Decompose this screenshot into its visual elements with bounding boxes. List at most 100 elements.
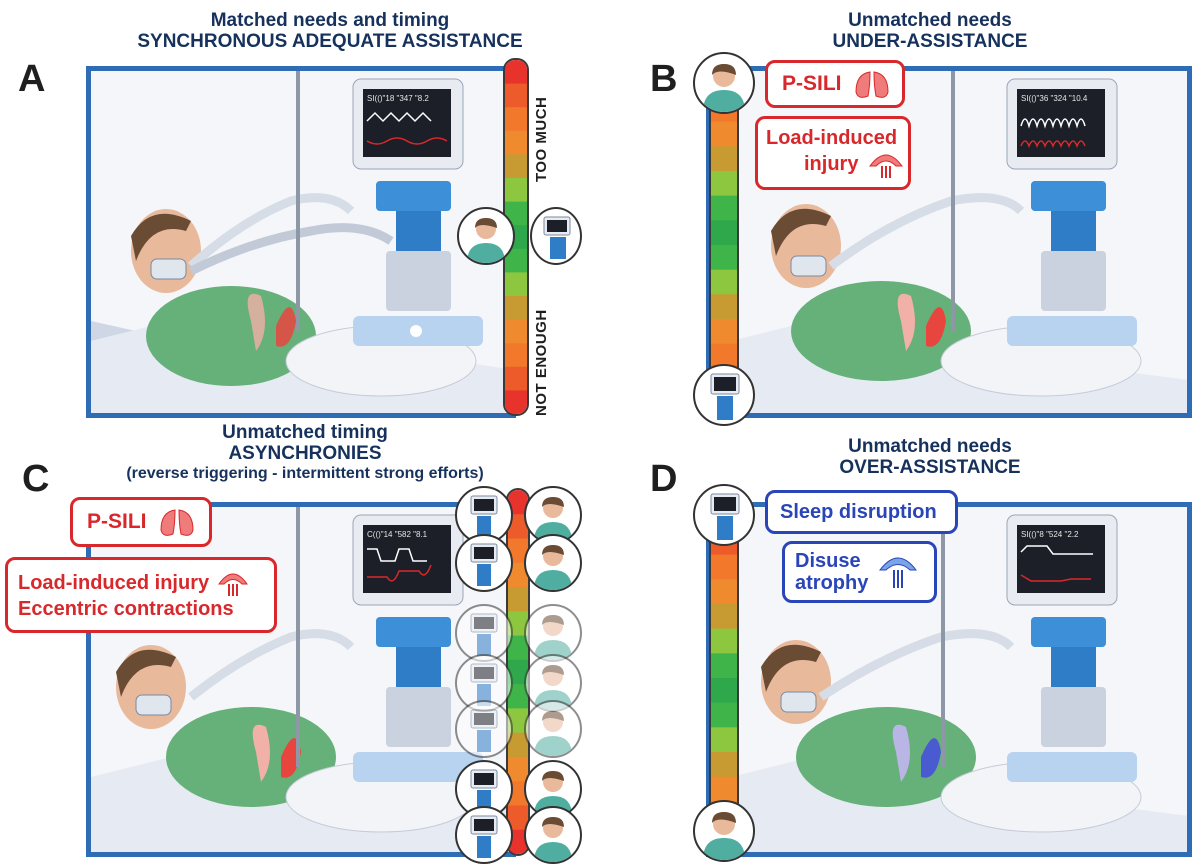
scale-segment [508, 538, 528, 564]
load-injury-line2-c: Eccentric contractions [18, 597, 234, 620]
scale-segment [508, 684, 528, 709]
scale-segment [505, 107, 527, 132]
panel-c-title: Unmatched timing ASYNCHRONIES (reverse t… [70, 422, 540, 484]
diaphragm-icon [218, 573, 249, 596]
scale-segment [711, 752, 737, 778]
panel-a-title-line2: SYNCHRONOUS ADEQUATE ASSISTANCE [137, 31, 523, 52]
panel-c-title-line1: Unmatched timing [222, 422, 388, 443]
scale-segment [508, 659, 528, 685]
scale-segment [505, 319, 527, 344]
scale-segment [508, 514, 528, 540]
disuse-atrophy-line2: atrophy [795, 572, 869, 594]
load-injury-line1-c: Load-induced injury [18, 572, 210, 594]
scale-segment [505, 154, 527, 179]
scale-segment [711, 776, 737, 802]
monitor-readout-d: SI(()"8 "524 "2.2 [1021, 530, 1079, 539]
sleep-disruption-callout: Sleep disruption [765, 490, 958, 534]
ventilator-icon [693, 364, 755, 426]
load-injury-line1-b: Load-induced [766, 126, 898, 149]
scale-segment [711, 319, 737, 345]
patient-icon [693, 52, 755, 114]
panel-b-scene: SI(()"36 "324 "10.4 [731, 71, 1187, 413]
diaphragm-icon [879, 557, 918, 588]
scale-segment [711, 171, 737, 197]
scale-segment [711, 269, 737, 295]
scale-c-svg [508, 490, 528, 854]
scale-segment [711, 146, 737, 172]
scale-segment [505, 248, 527, 273]
scale-segment [508, 805, 528, 831]
panel-b-title: Unmatched needs UNDER-ASSISTANCE [760, 10, 1100, 52]
scale-segment [508, 562, 528, 588]
panel-c-scale-bar [506, 488, 530, 856]
lungs-icon [160, 509, 194, 536]
scale-segment [508, 635, 528, 661]
panel-d-scene: SI(()"8 "524 "2.2 [731, 507, 1187, 852]
panel-a-title: Matched needs and timing SYNCHRONOUS ADE… [120, 10, 540, 52]
ventilator-icon [530, 207, 582, 265]
load-injury-line2-b: injury [804, 153, 859, 175]
disuse-atrophy-callout: Disuse atrophy [782, 541, 937, 603]
ventilator-icon [455, 806, 513, 864]
patient-icon [457, 207, 515, 265]
panel-c-scene: C(()"14 "582 "8.1 [91, 507, 511, 852]
panel-b-title-line1: Unmatched needs [848, 10, 1012, 31]
patient-icon [524, 534, 582, 592]
scale-segment [711, 294, 737, 320]
scale-segment [505, 178, 527, 203]
scale-segment [508, 708, 528, 734]
ventilator-icon [693, 484, 755, 546]
load-injury-callout-c: Load-induced injury Eccentric contractio… [5, 557, 277, 633]
scale-segment [508, 756, 528, 782]
patient-icon [524, 806, 582, 864]
scale-segment [505, 343, 527, 368]
scale-segment [508, 781, 528, 806]
monitor-readout-c: C(()"14 "582 "8.1 [367, 530, 428, 539]
panel-b-title-line2: UNDER-ASSISTANCE [832, 31, 1028, 52]
sleep-disruption-label: Sleep disruption [780, 500, 937, 523]
scale-segment [711, 554, 737, 580]
scale-segment [505, 130, 527, 155]
scale-segment [711, 245, 737, 271]
monitor-readout-b: SI(()"36 "324 "10.4 [1021, 94, 1088, 103]
panel-a-title-line1: Matched needs and timing [210, 10, 450, 31]
panel-c-title-line3: (reverse triggering - intermittent stron… [126, 465, 484, 482]
scale-segment [505, 296, 527, 321]
lungs-icon [855, 71, 889, 98]
scale-segment [711, 628, 737, 654]
diaphragm-icon [869, 154, 904, 178]
scale-segment [508, 611, 528, 637]
patient-icon [524, 604, 582, 662]
panel-c-letter: C [22, 458, 50, 500]
patient-icon [524, 700, 582, 758]
ventilator-icon [455, 534, 513, 592]
panel-d-title-line1: Unmatched needs [848, 436, 1012, 457]
panel-d-scale-bar [709, 528, 739, 828]
panel-b-scale-bar [709, 95, 739, 395]
scale-segment [508, 829, 528, 854]
scale-segment [711, 121, 737, 147]
scale-bottom-label: NOT ENOUGH [533, 309, 550, 416]
scale-segment [508, 490, 528, 515]
ventilator-icon [455, 604, 513, 662]
scale-segment [711, 727, 737, 753]
scale-segment [711, 678, 737, 704]
panel-d-title-line2: OVER-ASSISTANCE [839, 457, 1021, 478]
scale-segment [505, 390, 527, 414]
scale-segment [711, 220, 737, 246]
scale-segment [711, 653, 737, 679]
panel-b-letter: B [650, 58, 678, 100]
panel-c-frame: C(()"14 "582 "8.1 [86, 502, 516, 857]
monitor-readout-a: SI(()"18 "347 "8.2 [367, 94, 429, 103]
scale-segment [508, 587, 528, 612]
scale-b-svg [711, 97, 737, 393]
scale-segment [711, 702, 737, 728]
scale-segment [508, 732, 528, 758]
disuse-atrophy-line1: Disuse [795, 550, 861, 572]
scale-segment [505, 83, 527, 108]
scale-top-label: TOO MUCH [533, 96, 550, 182]
ventilator-icon [455, 700, 513, 758]
panel-d-letter: D [650, 458, 678, 500]
p-sili-label-c: P-SILI [87, 510, 147, 533]
p-sili-label-b: P-SILI [782, 72, 842, 95]
